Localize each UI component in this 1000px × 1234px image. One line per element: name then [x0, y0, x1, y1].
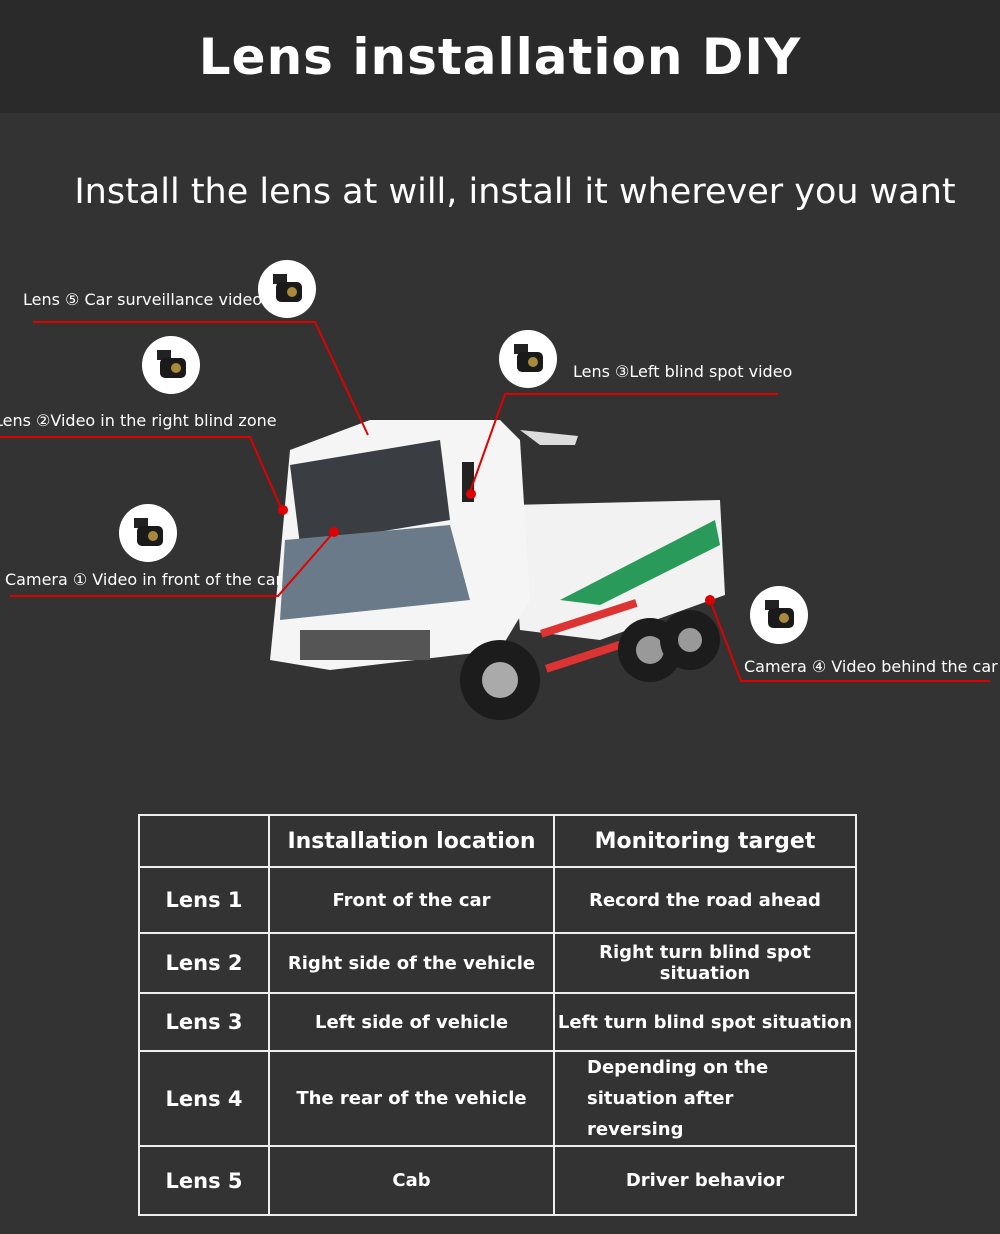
truck-illustration [0, 321, 990, 720]
header-cell: Installation location [268, 814, 555, 868]
lens-cell: Lens 3 [138, 992, 270, 1052]
callout-lens5: Lens ⑤ Car surveillance video [23, 290, 263, 309]
lens-cell: Lens 2 [138, 932, 270, 994]
page-title: Lens installation DIY [198, 27, 802, 86]
header-cell [138, 814, 270, 868]
camera-icon [750, 586, 808, 644]
target-cell: Depending on the situation after reversi… [553, 1050, 857, 1147]
target-cell: Record the road ahead [553, 866, 857, 934]
target-cell: Driver behavior [553, 1145, 857, 1216]
location-cell: Left side of vehicle [268, 992, 555, 1052]
callout-lens3: Lens ③Left blind spot video [573, 362, 793, 381]
location-cell: Cab [268, 1145, 555, 1216]
lens-cell: Lens 5 [138, 1145, 270, 1216]
mount-points [278, 489, 715, 605]
camera-icon [119, 504, 177, 562]
callout-camera1: Camera ① Video in front of the car [5, 570, 283, 589]
location-cell: Front of the car [268, 866, 555, 934]
location-cell: The rear of the vehicle [268, 1050, 555, 1147]
camera-icon [499, 330, 557, 388]
callout-camera4: Camera ④ Video behind the car [744, 657, 998, 676]
header-banner: Lens installation DIY [0, 0, 1000, 113]
subtitle: Install the lens at will, install it whe… [74, 172, 956, 212]
lens-cell: Lens 4 [138, 1050, 270, 1147]
location-cell: Right side of the vehicle [268, 932, 555, 994]
truck-image [270, 420, 725, 720]
callout-lines [0, 321, 990, 682]
lens-cell: Lens 1 [138, 866, 270, 934]
callout-lens2: Lens ②Video in the right blind zone [0, 411, 277, 430]
lens-table: Installation location Monitoring target … [138, 814, 857, 1216]
target-cell: Left turn blind spot situation [553, 992, 857, 1052]
table-header-row: Installation location Monitoring target [138, 814, 857, 868]
camera-icon [258, 260, 316, 318]
header-cell: Monitoring target [553, 814, 857, 868]
camera-icon [142, 336, 200, 394]
target-cell: Right turn blind spot situation [553, 932, 857, 994]
